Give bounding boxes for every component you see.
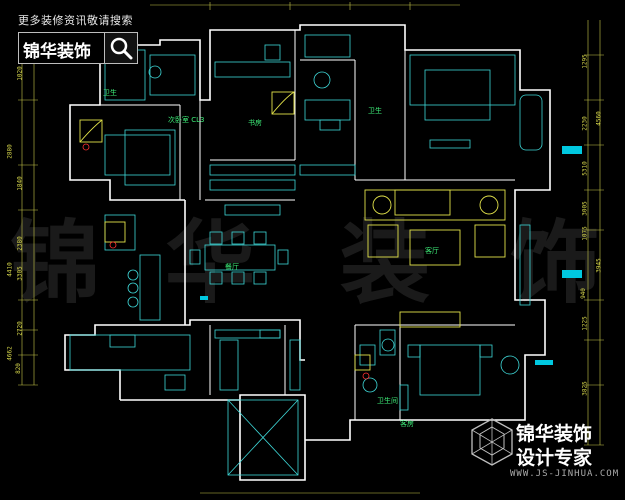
dim-right-2: 2230 (581, 116, 589, 131)
top-banner-text: 更多装修资讯敬请搜索 (18, 14, 133, 27)
exterior-walls (64, 24, 551, 481)
dim-left-6: 3305 (16, 266, 24, 281)
dim-left-3: 1840 (16, 176, 24, 191)
dim-right-10: 3825 (581, 381, 589, 396)
dim-left-1: 1020 (16, 66, 24, 81)
dim-left-9: 820 (14, 363, 22, 374)
dimension-lines-right (150, 2, 604, 494)
room-label-bedroom-bottom: 客房 (400, 420, 414, 428)
furniture-cyan (69, 34, 543, 476)
dim-left-4: 2380 (16, 236, 24, 251)
room-label-study: 书房 (248, 119, 262, 127)
red-markers (82, 143, 370, 380)
dim-right-9: 1225 (581, 316, 589, 331)
dim-left-7: 2720 (16, 321, 24, 336)
dim-right-8: 3945 (595, 258, 603, 273)
dim-right-6: 1075 (581, 226, 589, 241)
dim-right-4: 5310 (581, 161, 589, 176)
dim-left-5: 4410 (6, 262, 14, 277)
dim-left-8: 4662 (6, 346, 14, 361)
dimension-lines-left (18, 40, 38, 386)
search-icon (110, 37, 133, 60)
room-label-bedroom-left: 次卧室 CL3 (168, 116, 205, 124)
dim-left-2: 2880 (6, 144, 14, 159)
dim-right-5: 3005 (581, 201, 589, 216)
logo-cube-icon (471, 418, 513, 466)
dim-right-3: 4560 (595, 111, 603, 126)
accent-markers (200, 146, 582, 365)
footer-url: WWW.JS-JINHUA.COM (510, 469, 620, 479)
footer-brand-name: 锦华装饰 (516, 423, 593, 445)
brand-search-box: 锦华装饰 (18, 32, 138, 64)
furniture-yellow (79, 91, 506, 371)
footer-logo: 锦华装饰 设计专家 WWW.JS-JINHUA.COM (470, 417, 620, 495)
search-button[interactable] (104, 33, 137, 63)
interior-walls (100, 30, 515, 420)
dim-right-1: 1295 (581, 54, 589, 69)
dim-right-7: 940 (579, 288, 587, 299)
room-label-bath-top-mid: 卫生 (368, 107, 382, 115)
room-label-living: 客厅 (425, 247, 439, 255)
room-label-bath-bottom: 卫生间 (377, 397, 398, 405)
footer-brand-subtitle: 设计专家 (516, 447, 593, 469)
room-label-bath-top-left: 卫生 (103, 89, 117, 97)
brand-name: 锦华装饰 (23, 42, 91, 62)
room-label-dining: 餐厅 (225, 263, 239, 271)
